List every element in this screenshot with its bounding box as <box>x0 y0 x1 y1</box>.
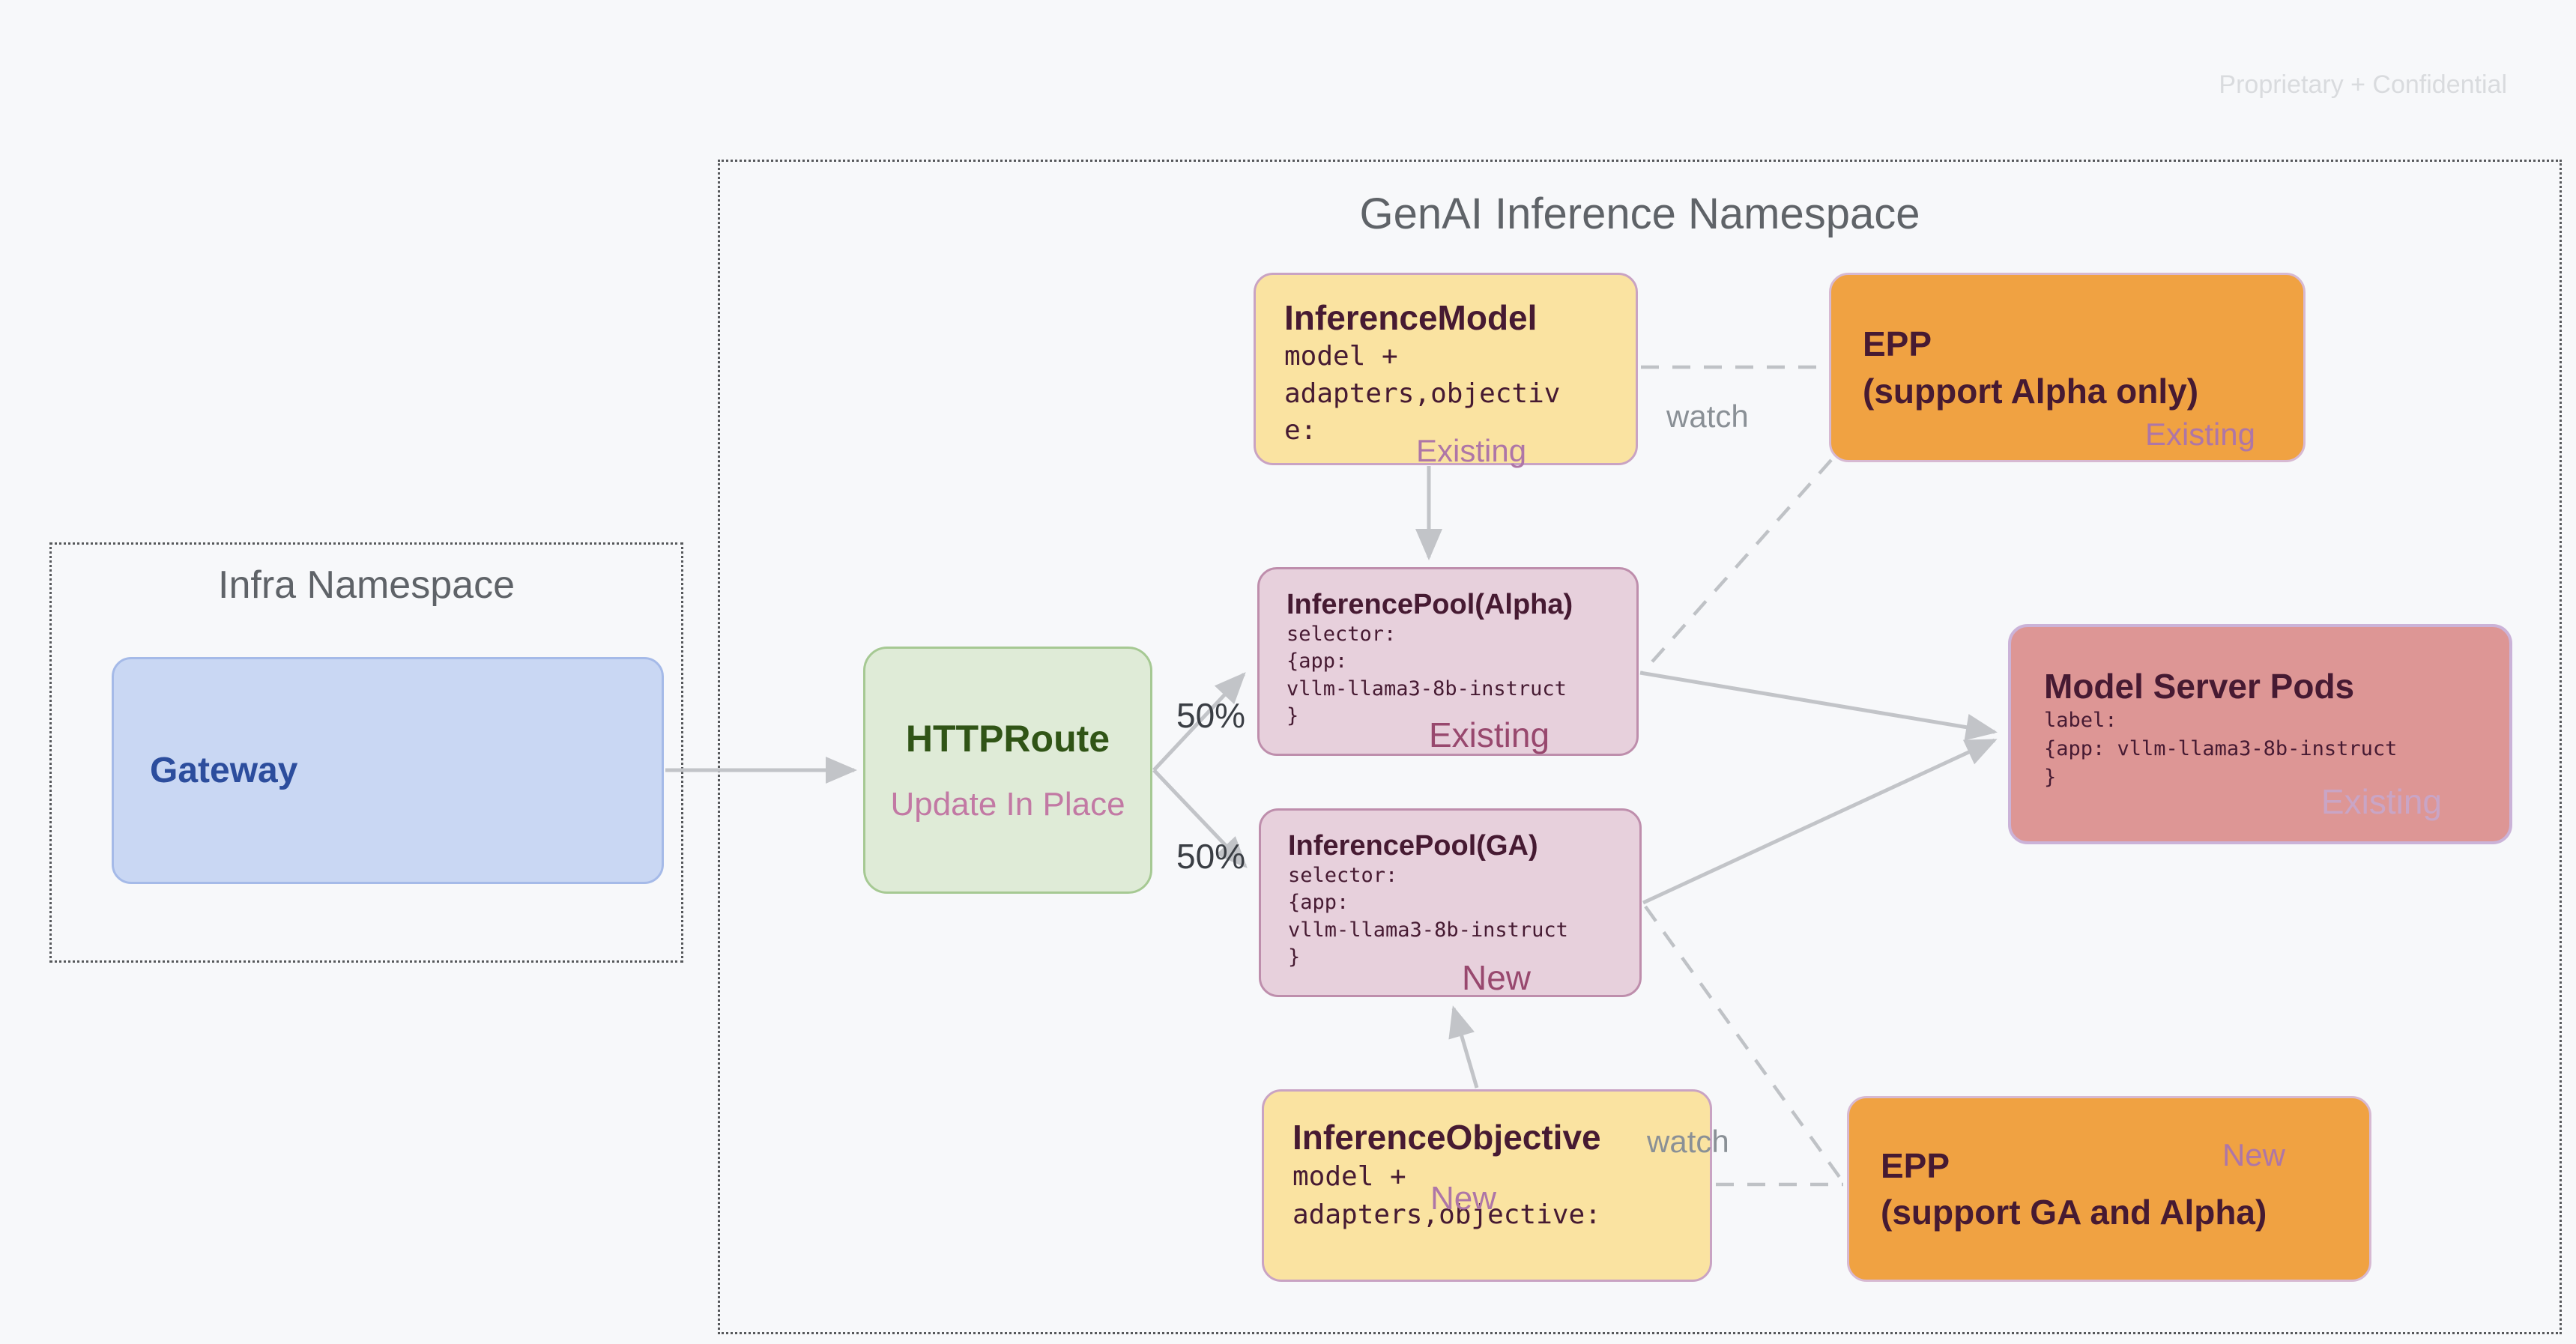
inference-objective-body-line2: adapters,objective: <box>1292 1199 1601 1231</box>
pool-alpha-badge: Existing <box>1429 715 1550 754</box>
node-model-server-pods: Model Server Pods label: {app: vllm-llam… <box>2008 624 2512 844</box>
pool-alpha-title: InferencePool(Alpha) <box>1287 589 1573 620</box>
inference-model-title: InferenceModel <box>1284 298 1538 337</box>
node-epp-ga: EPP (support GA and Alpha) New <box>1847 1096 2371 1282</box>
model-server-pods-title: Model Server Pods <box>2044 667 2355 706</box>
watermark: Proprietary + Confidential <box>2219 70 2507 99</box>
epp-alpha-title: EPP (support Alpha only) <box>1863 324 2199 411</box>
genai-namespace-box: GenAI Inference Namespace <box>718 160 2562 1334</box>
arrow-pool-ga-to-pods <box>1642 738 1998 905</box>
inference-model-body: model + adapters,objectiv e: <box>1284 341 1561 447</box>
split-label-bottom: 50% <box>1176 837 1246 876</box>
httproute-subtitle: Update In Place <box>890 786 1125 823</box>
model-server-pods-badge: Existing <box>2320 782 2442 821</box>
arrow-inference-objective-to-pool-ga <box>1448 1005 1479 1089</box>
httproute-title: HTTPRoute <box>905 718 1110 760</box>
inference-model-badge: Existing <box>1416 433 1527 468</box>
pool-alpha-body: selector: {app: vllm-llama3-8b-instruct … <box>1287 623 1567 728</box>
dashed-pool-ga-epp-ga <box>1644 905 1845 1184</box>
node-pool-alpha: InferencePool(Alpha) selector: {app: vll… <box>1257 567 1639 756</box>
inference-objective-title: InferenceObjective <box>1292 1118 1601 1157</box>
infra-namespace-box: Infra Namespace <box>49 542 683 963</box>
arrow-httproute-to-pool-alpha <box>1152 672 1246 772</box>
model-server-pods-body: label: {app: vllm-llama3-8b-instruct } <box>2044 709 2398 789</box>
pool-ga-title: InferencePool(GA) <box>1288 830 1538 862</box>
inference-objective-badge: New <box>1430 1180 1497 1217</box>
epp-ga-title: EPP (support GA and Alpha) <box>1881 1145 2267 1232</box>
watch-label-top: watch <box>1666 399 1749 434</box>
node-inference-model: InferenceModel model + adapters,objectiv… <box>1254 273 1638 468</box>
pool-ga-badge: New <box>1462 958 1532 997</box>
pool-ga-body: selector: {app: vllm-llama3-8b-instruct … <box>1288 864 1568 969</box>
node-httproute: HTTPRoute Update In Place <box>863 647 1152 894</box>
dashed-epp-alpha-pool-alpha <box>1641 458 1833 674</box>
arrow-pool-alpha-to-pods <box>1639 671 1998 741</box>
arrow-httproute-to-pool-ga <box>1152 769 1248 868</box>
node-pool-ga: InferencePool(GA) selector: {app: vllm-l… <box>1259 808 1642 997</box>
genai-namespace-title: GenAI Inference Namespace <box>1359 190 1920 238</box>
node-gateway: Gateway <box>112 657 664 884</box>
infra-namespace-title: Infra Namespace <box>218 563 515 607</box>
node-epp-alpha: EPP (support Alpha only) Existing <box>1829 273 2306 462</box>
watch-label-bottom: watch <box>1647 1124 1729 1159</box>
epp-alpha-badge: Existing <box>2144 417 2255 452</box>
epp-ga-badge: New <box>2222 1137 2285 1172</box>
inference-objective-body-line1: model + <box>1292 1161 1406 1192</box>
node-inference-objective: InferenceObjective model + adapters,obje… <box>1262 1089 1712 1282</box>
gateway-title: Gateway <box>150 751 298 790</box>
split-label-top: 50% <box>1176 696 1246 735</box>
